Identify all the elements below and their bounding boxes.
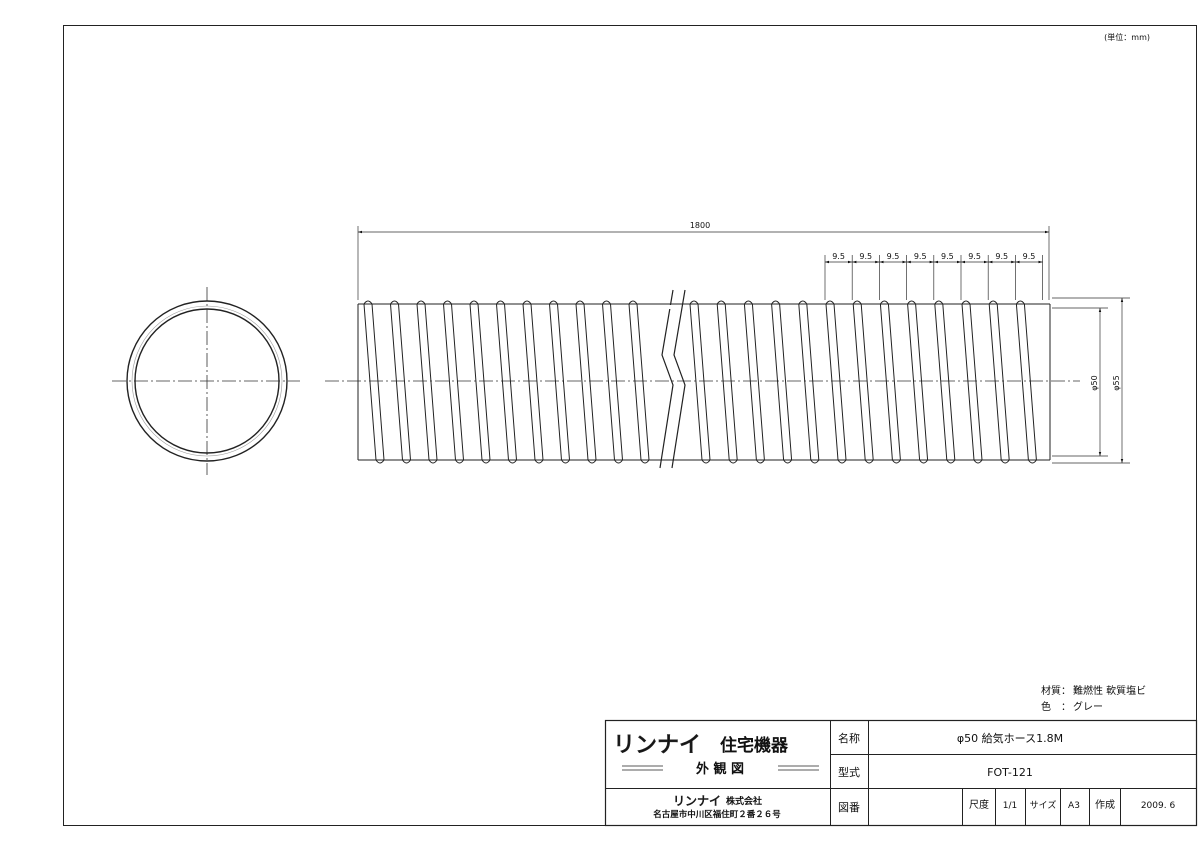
break-gap: [666, 305, 674, 309]
coil-winding: [689, 300, 711, 464]
outer-circle: [126, 300, 288, 462]
material-value: 難燃性 軟質塩ビ: [1073, 684, 1146, 697]
diameter-dimensions: φ50 φ55: [1052, 297, 1130, 464]
pitch-label: 9.5: [914, 252, 927, 261]
size-label: サイズ: [1030, 799, 1057, 811]
coil-winding: [522, 300, 544, 464]
coil-winding: [548, 300, 571, 464]
coil-winding: [907, 300, 929, 464]
coil-winding: [363, 300, 385, 464]
company-suffix: 株式会社: [726, 795, 762, 807]
coil-winding: [934, 300, 956, 464]
pitch-label: 9.5: [1023, 252, 1036, 261]
coil-winding: [628, 300, 650, 464]
drawing-no-label: 図番: [838, 801, 860, 814]
material-label: 材質：: [1041, 684, 1071, 697]
coil-winding: [416, 300, 438, 464]
drawing-border: [63, 25, 1197, 826]
brand-logo: リンナイ: [613, 733, 701, 758]
division-label: 住宅機器: [720, 735, 789, 756]
coil-winding: [743, 300, 765, 464]
coil-winding: [825, 300, 847, 464]
name-label: 名称: [838, 731, 860, 745]
pitch-label: 9.5: [887, 252, 900, 261]
drawing-kind-label: 外 観 図: [695, 761, 744, 777]
coil-winding: [469, 300, 491, 464]
coil-winding: [495, 300, 518, 464]
color-value: グレー: [1073, 700, 1103, 713]
coil-winding: [961, 300, 983, 464]
coil-winding: [389, 300, 412, 464]
d50-value: φ50: [1090, 375, 1099, 390]
coil-winding: [442, 300, 465, 464]
model-label: 型式: [838, 765, 860, 779]
scale-label: 尺度: [969, 798, 989, 811]
coil-winding: [1015, 300, 1037, 464]
pitch-label: 9.5: [995, 252, 1008, 261]
name-value: φ50 給気ホース1.8M: [957, 731, 1063, 745]
pitch-label: 9.5: [941, 252, 954, 261]
company-logo: リンナイ: [673, 794, 721, 808]
length-value: 1800: [690, 221, 710, 230]
hose-side-view: [325, 289, 1080, 469]
pitch-dimensions: 9.5 9.5 9.5 9.5 9.5 9.5 9.5 9.5: [824, 252, 1043, 300]
pitch-label: 9.5: [859, 252, 872, 261]
end-view: [112, 287, 300, 475]
inner-circle: [134, 308, 280, 454]
coil-winding: [575, 300, 597, 464]
material-note: 材質： 難燃性 軟質塩ビ 色 ： グレー: [1041, 684, 1146, 713]
break-line-right: [671, 289, 686, 469]
size-value: A3: [1068, 801, 1080, 811]
coil-winding: [988, 300, 1010, 464]
units-note: (単位：mm): [1104, 32, 1150, 42]
coil-winding: [879, 300, 901, 464]
d55-value: φ55: [1112, 375, 1121, 390]
color-label: 色 ：: [1041, 700, 1071, 713]
created-label: 作成: [1095, 799, 1115, 811]
coil-winding: [852, 300, 874, 464]
scale-value: 1/1: [1003, 801, 1017, 811]
coil-winding: [601, 300, 624, 464]
coil-winding: [771, 300, 793, 464]
title-block-frame: [604, 719, 1198, 827]
title-block: [604, 719, 1198, 827]
coil-winding: [798, 300, 820, 464]
pitch-label: 9.5: [968, 252, 981, 261]
inner-circle-faint: [131, 305, 283, 457]
length-dimension: 1800: [357, 221, 1050, 300]
model-value: FOT-121: [987, 766, 1033, 779]
company-address: 名古屋市中川区福住町２番２６号: [653, 809, 781, 820]
pitch-label: 9.5: [832, 252, 845, 261]
created-value: 2009. 6: [1141, 801, 1176, 811]
coil-winding: [716, 300, 738, 464]
hose-coils: [363, 300, 1037, 464]
break-line-left: [659, 289, 674, 469]
